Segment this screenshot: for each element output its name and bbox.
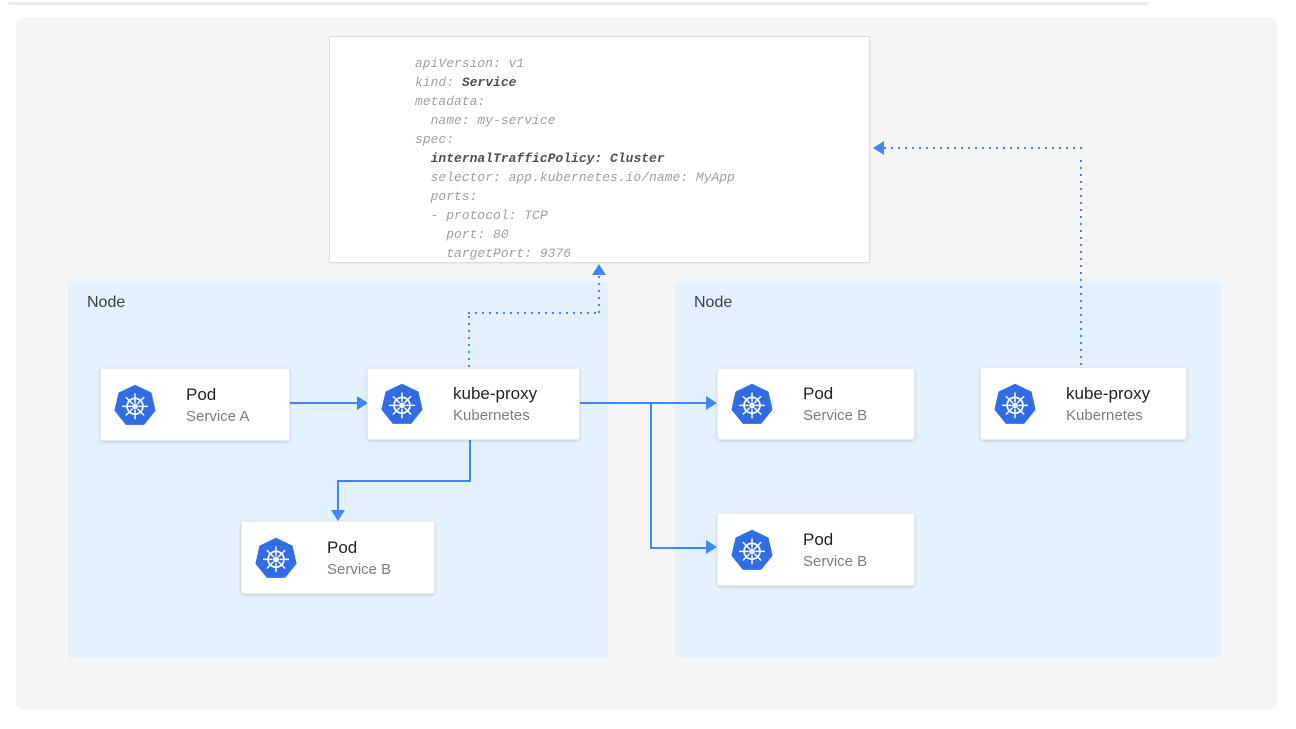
kubernetes-icon xyxy=(730,382,774,426)
node-label: Node xyxy=(694,294,733,311)
card-title: Pod xyxy=(327,537,358,557)
kubernetes-icon xyxy=(730,528,774,572)
yaml-line: apiVersion: v1 xyxy=(415,56,525,71)
yaml-line: name: my-service xyxy=(415,113,556,128)
arrow-kube-proxy-to-pod-b-left-seg1 xyxy=(469,440,471,481)
dotted-arrow-left-kube-proxy-to-service-seg1 xyxy=(468,316,470,368)
node-box-right: Node xyxy=(675,281,1221,658)
yaml-line: metadata: xyxy=(415,94,486,109)
card-title: Pod xyxy=(186,384,217,404)
card-subtitle: Service A xyxy=(186,407,250,425)
dotted-arrow-right-kube-proxy-to-service-seg2 xyxy=(884,147,1082,149)
card-pod-service-b-right-top: Pod Service B xyxy=(717,368,915,440)
yaml-line: port: 80 xyxy=(415,227,509,242)
arrow-kube-proxy-to-pod-b-left-seg2 xyxy=(337,480,471,482)
arrow-kube-proxy-to-pod-b-left-seg3 xyxy=(337,480,339,511)
arrow-kube-proxy-to-pod-b-right-bottom-seg1 xyxy=(650,402,652,549)
arrow-kube-proxy-to-pod-b-right-bottom-seg2 xyxy=(650,547,707,549)
dotted-arrow-left-kube-proxy-to-service-seg3 xyxy=(598,276,600,314)
yaml-line: ports: xyxy=(415,189,478,204)
card-kube-proxy-left: kube-proxy Kubernetes xyxy=(367,368,580,440)
kubernetes-icon xyxy=(254,536,298,580)
card-title: Pod xyxy=(803,529,834,549)
card-kube-proxy-right: kube-proxy Kubernetes xyxy=(980,367,1187,440)
card-subtitle: Kubernetes xyxy=(1066,406,1143,424)
arrow-kube-proxy-to-pod-b-right-top xyxy=(580,402,707,404)
arrowhead-right-icon xyxy=(357,396,368,410)
card-subtitle: Service B xyxy=(803,552,868,570)
top-divider xyxy=(8,2,1148,5)
yaml-line: selector: app.kubernetes.io/name: MyApp xyxy=(415,170,735,185)
node-label: Node xyxy=(87,294,126,311)
card-pod-service-b-right-bottom: Pod Service B xyxy=(717,513,915,586)
arrowhead-left-icon xyxy=(873,141,884,155)
dotted-arrow-left-kube-proxy-to-service-seg2 xyxy=(468,312,599,314)
card-subtitle: Kubernetes xyxy=(453,407,530,424)
card-title: Pod xyxy=(803,384,834,403)
card-pod-service-b-left: Pod Service B xyxy=(241,521,435,594)
card-subtitle: Service B xyxy=(803,407,868,424)
service-yaml-card: apiVersion: v1 kind: Service metadata: n… xyxy=(329,36,870,263)
yaml-line: targetPort: 9376 xyxy=(415,246,572,261)
card-title: kube-proxy xyxy=(1066,383,1151,403)
node-box-left: Node xyxy=(68,281,608,658)
yaml-line: internalTrafficPolicy: Cluster xyxy=(430,151,665,166)
yaml-line: spec: xyxy=(415,132,455,147)
yaml-line: kind: Service xyxy=(415,75,517,90)
arrowhead-down-icon xyxy=(331,510,345,521)
yaml-line: - protocol: TCP xyxy=(415,208,548,223)
arrowhead-up-icon xyxy=(592,264,606,275)
card-subtitle: Service B xyxy=(327,560,392,578)
dotted-arrow-right-kube-proxy-to-service-seg1 xyxy=(1080,160,1082,367)
kubernetes-icon xyxy=(993,382,1037,426)
card-pod-service-a: Pod Service A xyxy=(100,368,290,441)
arrowhead-right-icon xyxy=(706,540,717,554)
kubernetes-icon xyxy=(380,382,424,426)
arrow-pod-a-to-kube-proxy xyxy=(290,402,358,404)
card-title: kube-proxy xyxy=(453,384,538,403)
arrowhead-right-icon xyxy=(706,396,717,410)
kubernetes-icon xyxy=(113,383,157,427)
